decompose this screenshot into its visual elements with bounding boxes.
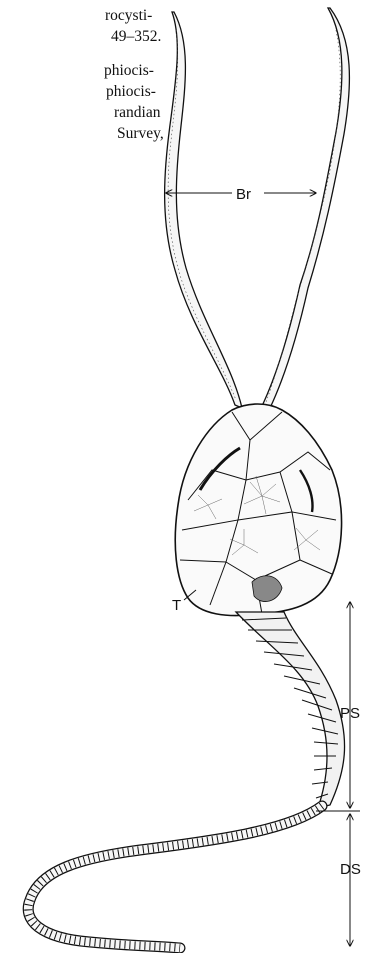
label-ds: DS: [340, 861, 361, 878]
proximal-stem: [236, 612, 345, 808]
right-brachiole: [262, 8, 349, 408]
theca: [175, 404, 341, 616]
label-t: T: [172, 597, 181, 614]
left-brachiole: [165, 12, 242, 408]
label-ps: PS: [340, 705, 360, 722]
distal-stem: [28, 806, 322, 948]
label-br: Br: [236, 186, 251, 203]
